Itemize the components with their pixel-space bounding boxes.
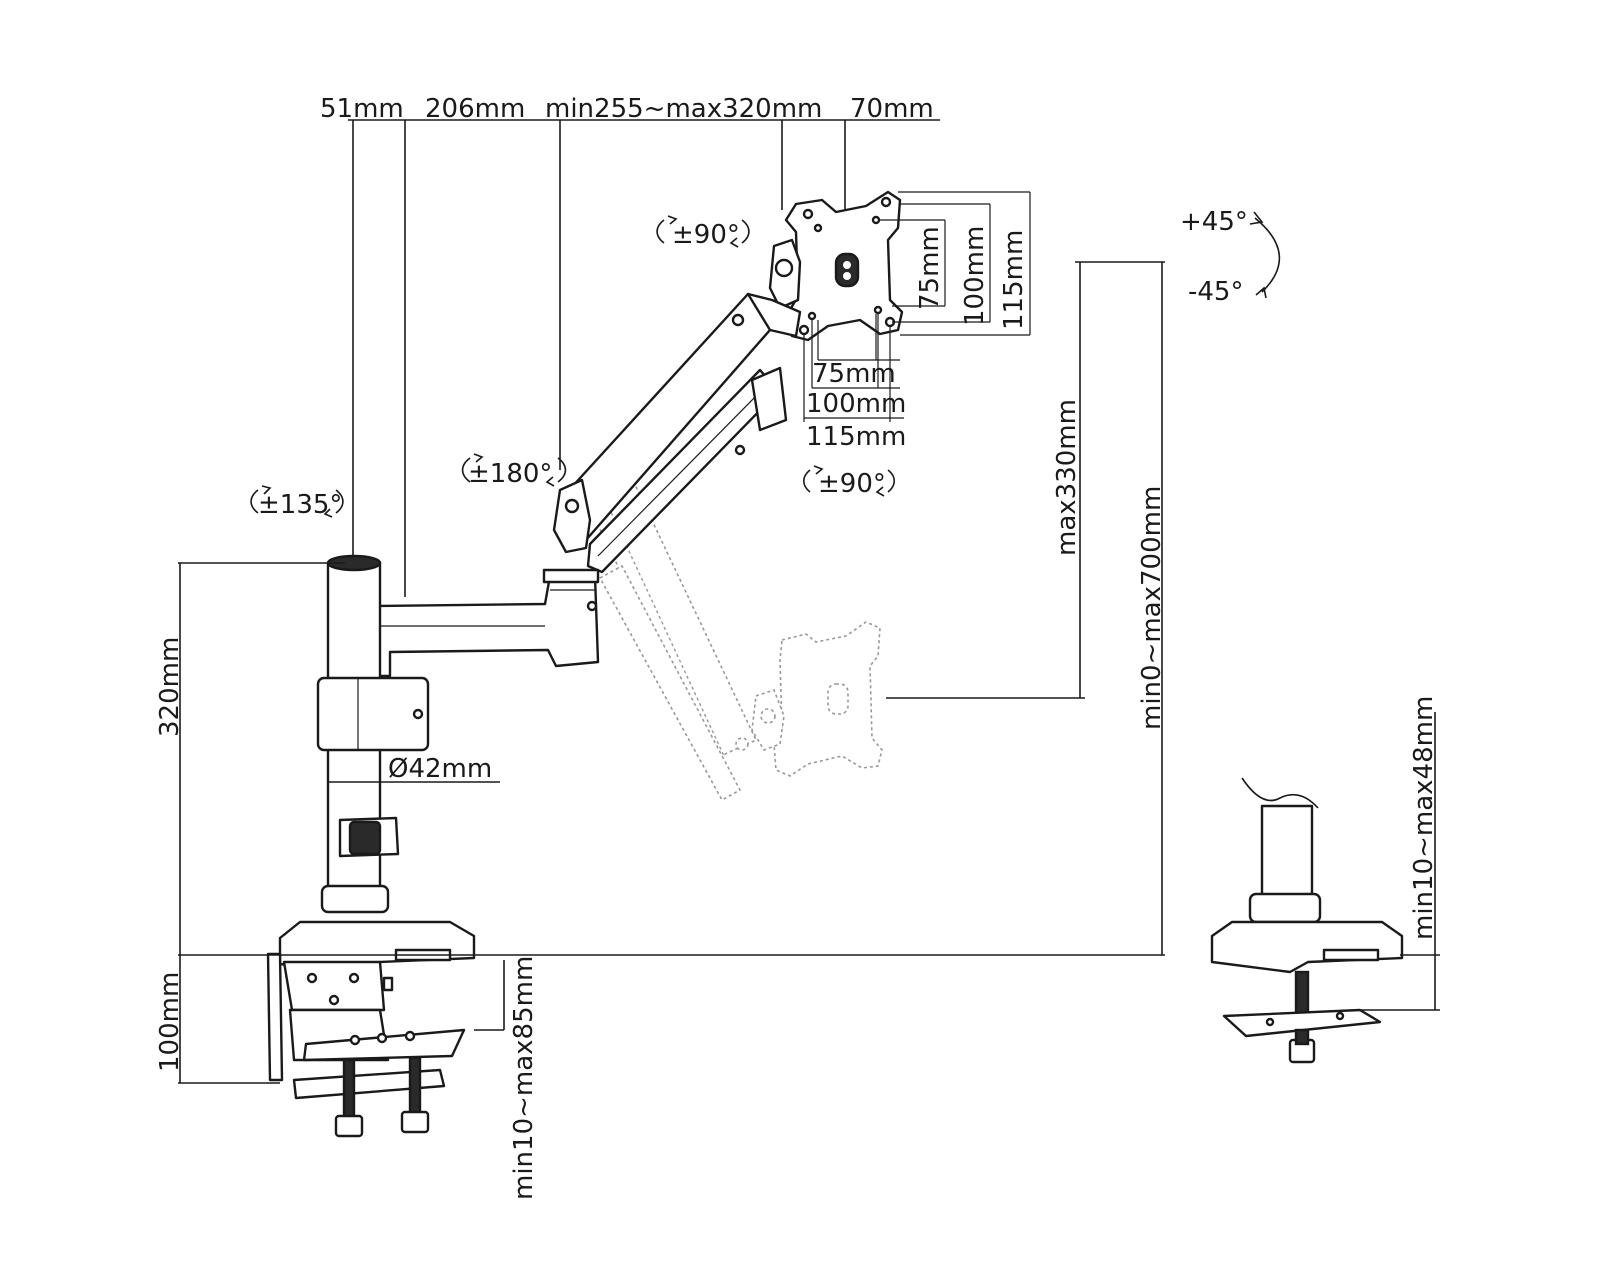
left-height-dims — [178, 562, 1165, 1084]
top-dimension-lines — [348, 119, 940, 597]
rotation-tilt-top: ±90° — [672, 220, 740, 250]
vesa-h115: 115mm — [806, 422, 906, 452]
vesa-h75: 75mm — [812, 359, 896, 389]
rotation-plus: +45° — [1180, 207, 1248, 237]
dim-clamp-range: min10~max85mm — [509, 956, 539, 1200]
dim-head-offset: 70mm — [850, 94, 934, 124]
dim-arm2-length: min255~max320mm — [545, 94, 822, 124]
rotate-arrow-icon — [1249, 211, 1281, 299]
dim-pole-offset: 51mm — [320, 94, 404, 124]
rotation-arrow-icon — [656, 215, 750, 248]
grommet-dims — [1360, 712, 1440, 1011]
monitor-arm-lower — [370, 568, 600, 678]
desk-clamp — [266, 920, 476, 1138]
dim-pole-height: 320mm — [155, 637, 185, 737]
dim-pole-diameter: Ø42mm — [388, 754, 492, 784]
vesa-h100: 100mm — [806, 389, 906, 419]
rotation-swivel: ±90° — [818, 469, 886, 499]
vesa-vertical-dims — [880, 191, 1031, 336]
vesa-v75: 75mm — [915, 226, 945, 310]
rotation-minus: -45° — [1188, 277, 1243, 307]
dim-height-adjust: max330mm — [1052, 399, 1082, 556]
right-height-dims — [886, 261, 1165, 955]
dim-total-height: min0~max700mm — [1137, 486, 1167, 730]
monitor-arm-upper — [552, 292, 802, 574]
dim-clamp-height: 100mm — [155, 972, 185, 1072]
vesa-v100: 100mm — [960, 226, 990, 326]
rotation-arrow-icon — [803, 465, 895, 497]
grommet-mount — [1210, 777, 1404, 1064]
dim-arm1-length: 206mm — [425, 94, 525, 124]
rotation-arrow-icon — [461, 453, 567, 487]
vesa-v115: 115mm — [999, 230, 1029, 330]
rotation-arrow-icon — [250, 485, 344, 518]
rotation-pole: ±135° — [258, 490, 342, 520]
rotation-arm-joint: ±180° — [468, 459, 552, 489]
vesa-horizontal-dims — [803, 314, 904, 422]
dim-grommet-range: min10~max48mm — [1409, 696, 1439, 940]
vesa-plate — [768, 190, 904, 342]
